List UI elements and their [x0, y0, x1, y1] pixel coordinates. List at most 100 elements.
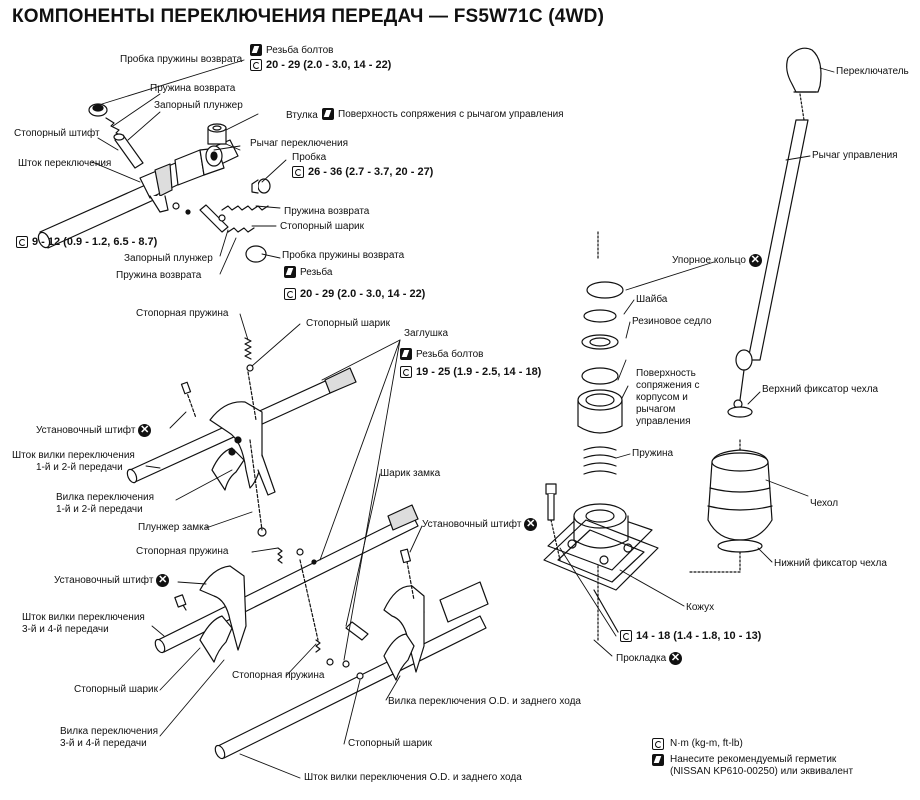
- torque-spec-top-value: 20 - 29 (2.0 - 3.0, 14 - 22): [266, 59, 392, 71]
- torque-spec-housing: 14 - 18 (1.4 - 1.8, 10 - 13): [620, 630, 761, 642]
- sealant-note-top: Резьба болтов: [250, 44, 333, 56]
- label-retaining-pin-3: Установочный штифт ✕: [422, 518, 538, 531]
- legend-sealant-line2: (NISSAN KP610-00250) или эквивалент: [670, 766, 854, 777]
- label-fork-12-line2: 1-й и 2-й передачи: [56, 504, 143, 515]
- fork-rods-assembly: [126, 337, 489, 760]
- sealant-icon: [284, 266, 296, 278]
- label-mating-surface: Поверхность сопряжения с корпусом и рыча…: [636, 368, 700, 428]
- label-check-ball-2: Стопорный шарик: [74, 684, 158, 695]
- label-fork-rod-od: Шток вилки переключения O.D. и заднего х…: [304, 772, 522, 783]
- torque-spec-top: 20 - 29 (2.0 - 3.0, 14 - 22): [250, 59, 391, 71]
- label-washer: Шайба: [636, 294, 668, 305]
- label-fork-rod-12-line2: 1-й и 2-й передачи: [36, 462, 123, 473]
- torque-spec-rod-value: 9 - 12 (0.9 - 1.2, 6.5 - 8.7): [32, 236, 158, 248]
- torque-wrench-icon: [250, 59, 262, 71]
- label-check-spring-3: Стопорная пружина: [232, 670, 325, 681]
- sealant-icon: [400, 348, 412, 360]
- replace-x-icon: ✕: [138, 424, 152, 437]
- label-mating-surface-line5: управления: [636, 416, 691, 427]
- torque-spec-housing-value: 14 - 18 (1.4 - 1.8, 10 - 13): [636, 630, 762, 642]
- legend-sealant-text: Нанесите рекомендуемый герметик (NISSAN …: [670, 754, 853, 778]
- sealant-note-mid-label: Резьба болтов: [416, 348, 484, 360]
- housing-stack: [543, 231, 659, 641]
- mating-surface-note-label: Поверхность сопряжения с рычагом управле…: [338, 108, 564, 120]
- label-return-spring-plug-top: Пробка пружины возврата: [120, 54, 243, 65]
- torque-wrench-icon: [620, 630, 632, 642]
- sealant-icon: [322, 108, 334, 120]
- legend-torque-text: N·m (kg-m, ft-lb): [670, 738, 743, 749]
- label-snap-ring: Упорное кольцо ✕: [672, 254, 762, 267]
- mating-surface-note: Поверхность сопряжения с рычагом управле…: [322, 108, 564, 120]
- page-title: КОМПОНЕНТЫ ПЕРЕКЛЮЧЕНИЯ ПЕРЕДАЧ — FS5W71…: [12, 6, 605, 27]
- label-gasket: Прокладка ✕: [616, 652, 682, 665]
- torque-wrench-icon: [652, 738, 664, 750]
- label-rubber-seat: Резиновое седло: [632, 316, 712, 327]
- torque-wrench-icon: [400, 366, 412, 378]
- label-fork-rod-34: Шток вилки переключения 3-й и 4-й переда…: [22, 612, 145, 636]
- label-fork-12-line1: Вилка переключения: [56, 492, 155, 503]
- sealant-note-mid: Резьба болтов: [400, 348, 483, 360]
- label-check-plunger-low: Запорный плунжер: [124, 253, 213, 264]
- legend-torque: N·m (kg-m, ft-lb): [652, 738, 853, 750]
- replace-x-icon: ✕: [748, 254, 762, 267]
- label-shift-lever: Рычаг переключения: [250, 138, 349, 149]
- label-shift-rod: Шток переключения: [18, 158, 112, 169]
- torque-spec-plug: 26 - 36 (2.7 - 3.7, 20 - 27): [292, 166, 433, 178]
- sealant-note-thread-label: Резьба: [300, 266, 333, 278]
- label-return-spring-plug-low: Пробка пружины возврата: [282, 250, 405, 261]
- label-lower-boot-retainer: Нижний фиксатор чехла: [774, 558, 887, 569]
- label-control-lever: Рычаг управления: [812, 150, 898, 161]
- sealant-icon: [652, 754, 664, 766]
- replace-x-icon: ✕: [156, 574, 170, 587]
- label-mating-surface-line3: корпусом и: [636, 392, 688, 403]
- label-fork-34: Вилка переключения 3-й и 4-й передачи: [60, 726, 158, 750]
- torque-spec-cap-value: 19 - 25 (1.9 - 2.5, 14 - 18): [416, 366, 542, 378]
- label-fork-od: Вилка переключения O.D. и заднего хода: [388, 696, 581, 707]
- replace-x-icon: ✕: [668, 652, 682, 665]
- label-retaining-pin-3-text: Установочный штифт: [422, 519, 522, 531]
- label-fork-34-line1: Вилка переключения: [60, 726, 159, 737]
- label-return-spring-mid: Пружина возврата: [284, 206, 370, 217]
- label-gasket-text: Прокладка: [616, 653, 667, 665]
- label-fork-rod-12-line1: Шток вилки переключения: [12, 450, 135, 461]
- legend: N·m (kg-m, ft-lb) Нанесите рекомендуемый…: [652, 738, 853, 782]
- control-lever-assembly: [687, 47, 822, 573]
- replace-x-icon: ✕: [524, 518, 538, 531]
- torque-spec-plug-value: 26 - 36 (2.7 - 3.7, 20 - 27): [308, 166, 434, 178]
- label-check-ball-mid: Стопорный шарик: [280, 221, 364, 232]
- label-mating-surface-line2: сопряжения с: [636, 380, 700, 391]
- legend-sealant: Нанесите рекомендуемый герметик (NISSAN …: [652, 754, 853, 778]
- label-check-ball-3: Стопорный шарик: [348, 738, 432, 749]
- label-fork-rod-34-line2: 3-й и 4-й передачи: [22, 624, 109, 635]
- label-fork-rod-34-line1: Шток вилки переключения: [22, 612, 145, 623]
- torque-spec-cap: 19 - 25 (1.9 - 2.5, 14 - 18): [400, 366, 541, 378]
- label-knob: Переключатель: [836, 66, 909, 77]
- label-boot: Чехол: [810, 498, 839, 509]
- label-retaining-pin-top: Стопорный штифт: [14, 128, 100, 139]
- label-retaining-pin-2-text: Установочный штифт: [54, 575, 154, 587]
- label-return-spring-low: Пружина возврата: [116, 270, 202, 281]
- label-fork-rod-12: Шток вилки переключения 1-й и 2-й переда…: [12, 450, 135, 474]
- label-interlock-plunger: Плунжер замка: [138, 522, 210, 533]
- label-mating-surface-line4: рычагом: [636, 404, 676, 415]
- sealant-note-thread: Резьба: [284, 266, 332, 278]
- label-retaining-pin-1-text: Установочный штифт: [36, 425, 136, 437]
- label-interlock-ball: Шарик замка: [380, 468, 441, 479]
- label-mating-surface-line1: Поверхность: [636, 368, 696, 379]
- label-fork-12: Вилка переключения 1-й и 2-й передачи: [56, 492, 154, 516]
- label-check-spring-1: Стопорная пружина: [136, 308, 229, 319]
- label-plug-cap: Заглушка: [404, 328, 449, 339]
- torque-spec-plug-low: 20 - 29 (2.0 - 3.0, 14 - 22): [284, 288, 425, 300]
- torque-wrench-icon: [284, 288, 296, 300]
- legend-sealant-line1: Нанесите рекомендуемый герметик: [670, 754, 837, 765]
- leader-lines: [91, 59, 835, 779]
- label-plug: Пробка: [292, 152, 327, 163]
- shift-rod-assembly: [37, 103, 271, 263]
- label-snap-ring-text: Упорное кольцо: [672, 255, 746, 267]
- torque-spec-rod: 9 - 12 (0.9 - 1.2, 6.5 - 8.7): [16, 236, 157, 248]
- sealant-note-top-label: Резьба болтов: [266, 44, 334, 56]
- label-fork-34-line2: 3-й и 4-й передачи: [60, 738, 147, 749]
- label-spring: Пружина: [632, 448, 674, 459]
- label-check-ball-1: Стопорный шарик: [306, 318, 390, 329]
